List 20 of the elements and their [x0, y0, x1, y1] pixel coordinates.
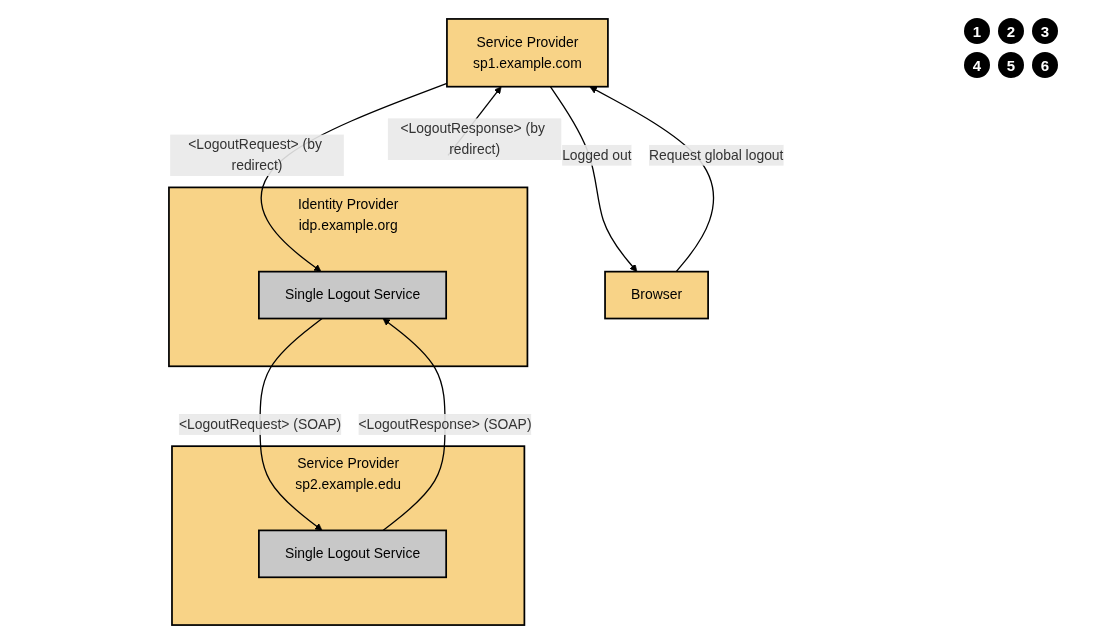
edge-label: Logged out [561, 146, 632, 162]
callout-number: 3 [1032, 18, 1058, 44]
callout-number: 1 [964, 18, 990, 44]
node-box: Service Provider sp1.example.com [445, 17, 609, 88]
edge-label: <LogoutResponse> (SOAP) [358, 416, 532, 431]
edge-label: <LogoutRequest> (by redirect) [188, 136, 322, 173]
callout-number: 5 [998, 52, 1024, 78]
edge-label: Request global logout [648, 146, 784, 162]
callout-number: 4 [964, 52, 990, 78]
arrow [382, 317, 446, 531]
node-box: Single Logout Service [257, 529, 447, 578]
node-box: Single Logout Service [257, 270, 447, 319]
edge-label: <LogoutRequest> (SOAP) [178, 416, 341, 431]
edge-label: <LogoutResponse> (by redirect) [400, 120, 545, 157]
arrow [589, 85, 714, 272]
callout-number: 2 [998, 18, 1024, 44]
callout-number: 6 [1032, 52, 1058, 78]
arrow [549, 85, 638, 272]
node-box: Browser [603, 270, 709, 319]
arrow [259, 317, 323, 531]
